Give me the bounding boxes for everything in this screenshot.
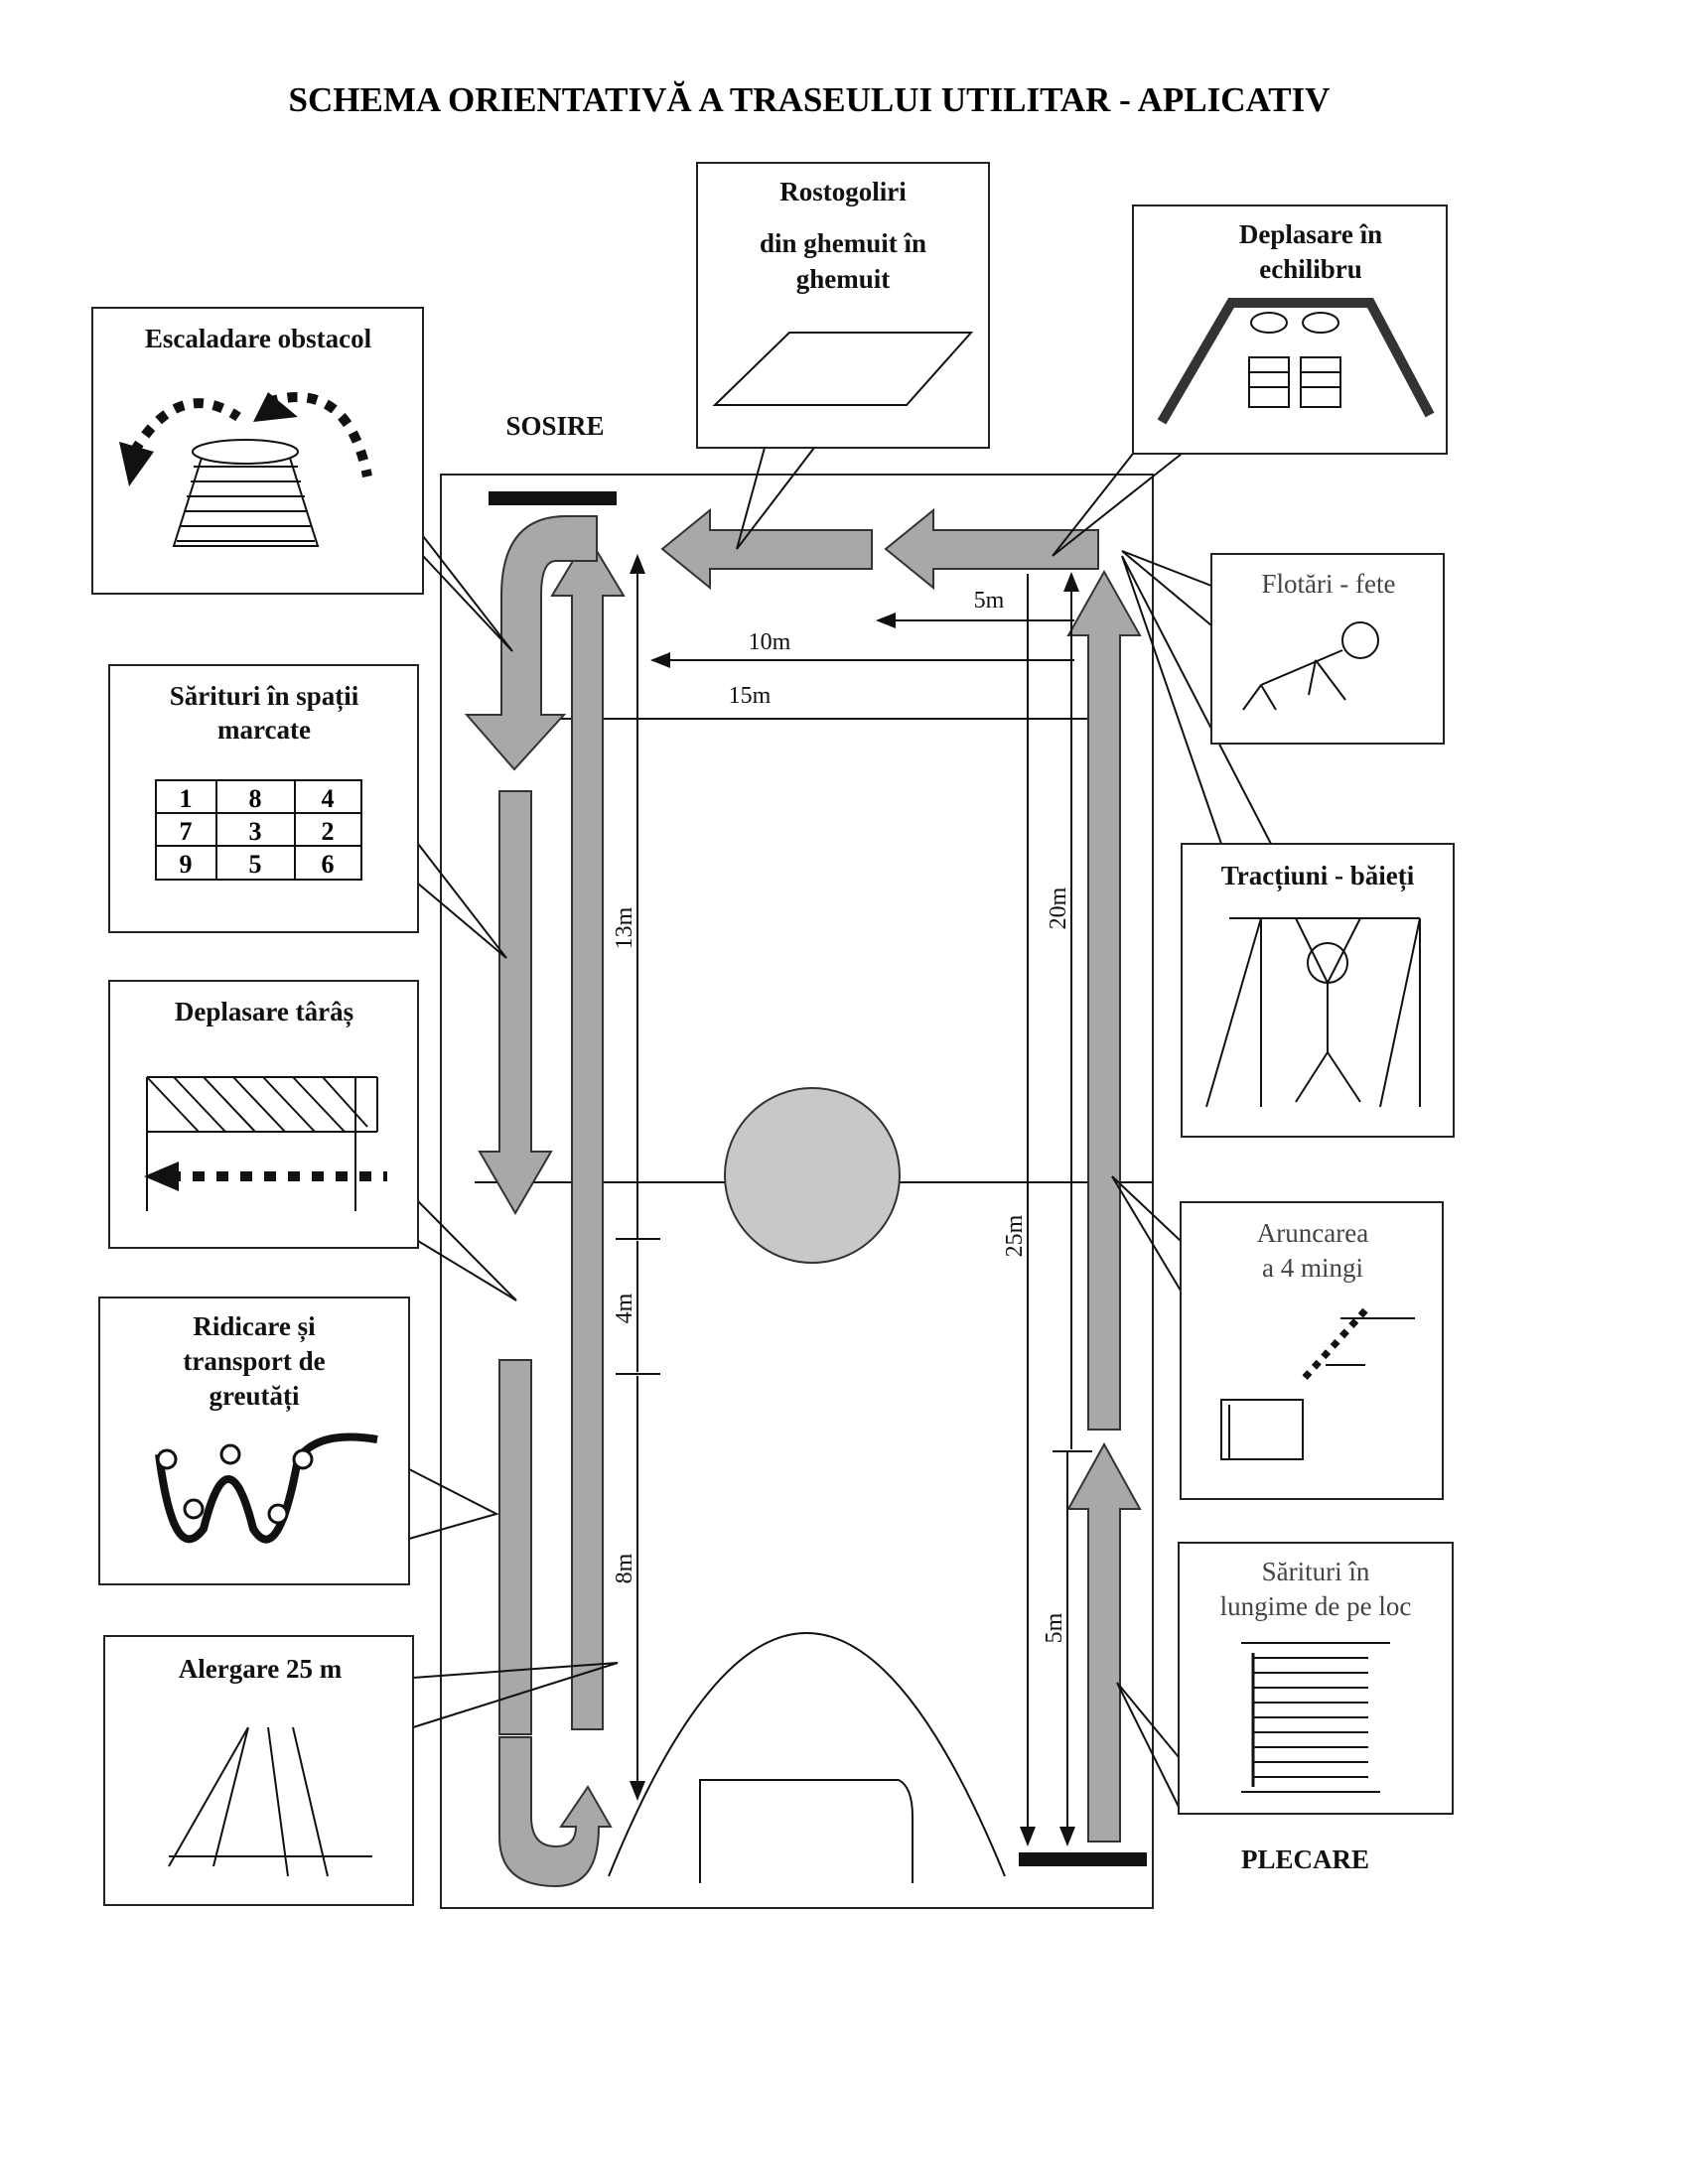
dim-13m: 13m: [612, 906, 637, 949]
goal-arc: [608, 1632, 1006, 1877]
svg-text:lungime de pe loc: lungime de pe loc: [1220, 1591, 1412, 1621]
center-circle: [724, 1087, 901, 1264]
svg-text:Rostogoliri: Rostogoliri: [779, 177, 907, 206]
svg-text:Tracțiuni - băieți: Tracțiuni - băieți: [1221, 861, 1415, 891]
throw-target-icon: [1220, 1307, 1415, 1460]
dim-10m: 10m: [749, 629, 791, 655]
arrow-uturn-bottom: [498, 1736, 613, 1888]
start-bar: [1019, 1852, 1147, 1866]
station-tractiuni: Tracțiuni - băieți: [1181, 843, 1455, 1138]
svg-text:din ghemuit în: din ghemuit în: [760, 228, 926, 258]
grid-cell: 3: [249, 817, 262, 846]
svg-text:a 4 mingi: a 4 mingi: [1262, 1253, 1363, 1283]
grid-cell: 7: [180, 817, 193, 846]
tunnel-icon: [699, 1779, 914, 1883]
svg-text:Deplasare în: Deplasare în: [1239, 219, 1382, 249]
running-lanes-icon: [168, 1726, 372, 1877]
station-aruncarea: Aruncarea a 4 mingi: [1180, 1201, 1444, 1500]
station-alergare: Alergare 25 m: [103, 1635, 414, 1906]
callout-pointers: [408, 447, 1272, 1808]
dimensions: 5m 10m 15m 13m 4m 8m 20m 25m 5m: [612, 554, 1092, 1846]
crawl-net-icon: [146, 1076, 387, 1211]
grid-cell: 5: [249, 850, 262, 879]
svg-text:greutăți: greutăți: [210, 1381, 300, 1412]
svg-text:transport de: transport de: [183, 1346, 325, 1376]
svg-text:Ridicare și: Ridicare și: [193, 1311, 316, 1342]
arrow-up-start: [1066, 1441, 1142, 1843]
grid-cell: 8: [249, 784, 262, 813]
svg-text:Sărituri în: Sărituri în: [1262, 1557, 1370, 1586]
station-ridicare: Ridicare și transport de greutăți: [98, 1297, 410, 1585]
arrow-up-center: [550, 534, 626, 1730]
dim-8m: 8m: [612, 1553, 637, 1583]
svg-text:Aruncarea: Aruncarea: [1257, 1218, 1368, 1248]
start-label: PLECARE: [1241, 1844, 1369, 1874]
svg-text:ghemuit: ghemuit: [796, 264, 891, 294]
svg-text:echilibru: echilibru: [1259, 254, 1362, 284]
arrow-left-1: [884, 507, 1099, 591]
station-taras: Deplasare târâș: [108, 980, 419, 1249]
station-escaladare: Escaladare obstacol: [91, 307, 424, 595]
dim-20m: 20m: [1046, 887, 1071, 929]
svg-text:Flotări - fete: Flotări - fete: [1262, 569, 1396, 599]
route-arrows: [464, 507, 1142, 1888]
dim-5m-bottom: 5m: [1042, 1612, 1067, 1643]
svg-text:Sărituri în spații: Sărituri în spații: [170, 681, 359, 712]
grid-cell: 2: [322, 817, 335, 846]
finish-bar: [489, 491, 617, 505]
mat-icon: [712, 332, 974, 406]
svg-text:Escaladare obstacol: Escaladare obstacol: [145, 324, 372, 353]
field: [440, 474, 1154, 1909]
finish-label: SOSIRE: [505, 411, 604, 441]
jump-grid: 1 8 4 7 3 2 9 5 6: [155, 779, 362, 881]
arrow-down-left: [478, 790, 553, 1215]
grid-cell: 9: [180, 850, 193, 879]
grid-cell: 6: [322, 850, 335, 879]
station-rostogoliri: Rostogoliri din ghemuit în ghemuit: [696, 162, 990, 449]
dim-25m: 25m: [1002, 1214, 1028, 1257]
station-echilibru: Deplasare în echilibru: [1132, 205, 1448, 455]
grid-cell: 1: [180, 784, 193, 813]
arrow-up-right: [1066, 569, 1142, 1431]
obstacle-icon: [119, 392, 372, 547]
arrow-uturn-top: [464, 515, 598, 771]
station-sarituri-lungime: Sărituri în lungime de pe loc: [1178, 1542, 1454, 1815]
dim-4m: 4m: [612, 1293, 637, 1323]
svg-text:Alergare 25 m: Alergare 25 m: [179, 1654, 343, 1684]
svg-text:Deplasare târâș: Deplasare târâș: [175, 997, 353, 1027]
arrow-left-2: [660, 507, 873, 591]
grid-cell: 4: [322, 784, 335, 813]
pullup-figure-icon: [1205, 917, 1421, 1108]
dim-5m-top: 5m: [974, 588, 1005, 614]
page-title: SCHEMA ORIENTATIVĂ A TRASEULUI UTILITAR …: [289, 79, 1331, 119]
pushup-figure-icon: [1242, 621, 1379, 711]
dim-15m: 15m: [729, 683, 772, 709]
long-jump-lines-icon: [1241, 1642, 1390, 1793]
svg-text:marcate: marcate: [217, 715, 311, 745]
balance-beam-icon: [1157, 298, 1435, 425]
station-sarituri-spatii: Sărituri în spații marcate 1 8 4 7 3 2 9…: [108, 664, 419, 933]
bar-left-lower: [498, 1359, 532, 1735]
station-flotari: Flotări - fete: [1210, 553, 1445, 745]
